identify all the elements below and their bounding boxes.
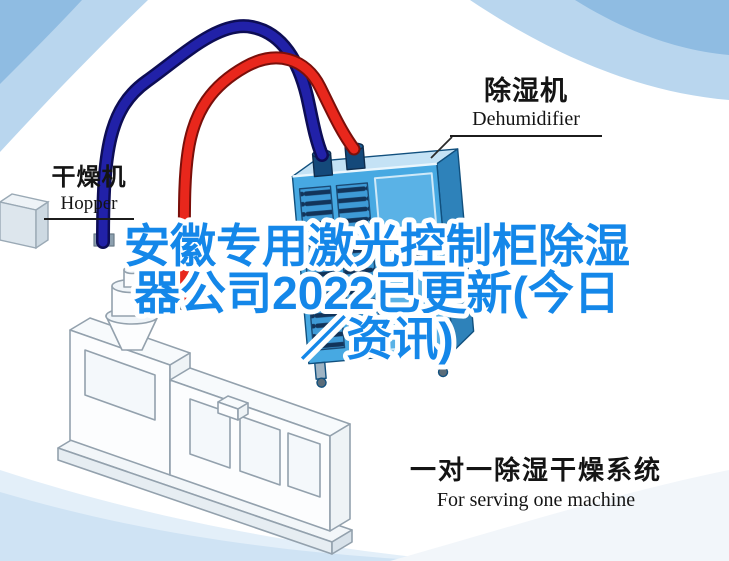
hopper-label-zh: 干燥机 [51, 164, 127, 191]
left-edge-machine-illustration [0, 193, 50, 250]
molding-machine-illustration [57, 265, 353, 555]
hopper-label-en: Hopper [60, 192, 118, 214]
hoses [93, 19, 361, 307]
body-door-1 [189, 398, 231, 469]
headline: 安徽专用激光控制柜除湿 器公司2022已更新(今日 ／资讯) [119, 215, 635, 370]
body-door-2 [239, 415, 281, 486]
bottom-right-swoosh [390, 470, 729, 561]
caption: 一对一除湿干燥系统 For serving one machine [398, 455, 674, 512]
headline-line-1: 安徽专用激光控制柜除湿 [124, 220, 630, 272]
dehumidifier-label-en: Dehumidifier [472, 108, 580, 131]
headline-line-2: 器公司2022已更新(今日 [134, 267, 620, 319]
hopper-pointer-line [131, 223, 161, 247]
headline-line-3: ／资讯) [300, 313, 453, 365]
dehumidifier-label-zh: 除湿机 [484, 76, 568, 106]
navy-hose [98, 21, 327, 247]
hopper-label: 干燥机 Hopper [44, 164, 134, 221]
body-top-unit-side [237, 402, 249, 421]
body-side [329, 423, 351, 532]
door-latch [399, 245, 421, 263]
dehumidifier-label: 除湿机 Dehumidifier [450, 76, 602, 137]
label-pointer-lines [131, 136, 453, 247]
body-door-3 [287, 432, 321, 498]
top-right-swoosh-inner [575, 0, 729, 55]
dehumidifier-illustration [291, 142, 475, 388]
top-left-swoosh-inner [0, 0, 82, 84]
bottom-left-swoosh-inner [0, 492, 432, 561]
grille-column-left [298, 185, 346, 351]
tower-panel [84, 349, 156, 421]
caption-zh: 一对一除湿干燥系统 [409, 455, 662, 485]
caption-en: For serving one machine [436, 489, 636, 512]
dehumidifier-pointer-line [430, 136, 453, 159]
red-hose [178, 53, 359, 305]
grille-column-right [335, 182, 383, 348]
hopper-cap-top [123, 265, 141, 275]
machine-base-side [331, 529, 353, 555]
dehumidifier-legs [314, 351, 449, 388]
